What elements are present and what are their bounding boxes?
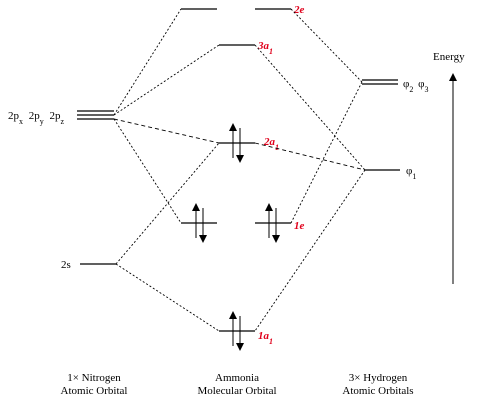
- energy-axis-label: Energy: [433, 51, 465, 63]
- electron-pair-1e-right: [265, 203, 280, 243]
- nitrogen-column-label-2: Atomic Orbital: [61, 385, 128, 397]
- nitrogen-correlation-lines: [113, 8, 220, 332]
- nitrogen-2p-levels: [77, 110, 114, 120]
- mo-label-1a1: 1a1: [258, 330, 273, 346]
- mo-label-3a1: 3a1: [257, 40, 273, 56]
- hydrogen-column-label-2: Atomic Orbitals: [342, 385, 413, 397]
- hydrogen-phi1-label: φ1: [406, 165, 416, 181]
- electron-pair-2a1: [229, 123, 244, 163]
- hydrogen-correlation-lines: [254, 8, 366, 332]
- ammonia-column-label-2: Molecular Orbital: [197, 385, 276, 397]
- ammonia-column-label-1: Ammonia: [215, 372, 259, 384]
- hydrogen-phi23-label: φ2 φ3: [403, 78, 428, 94]
- electron-pair-1e-left: [192, 203, 207, 243]
- energy-axis: Energy: [433, 51, 465, 284]
- hydrogen-phi23-levels: [362, 79, 398, 85]
- hydrogen-column-label-1: 3× Hydrogen: [349, 372, 408, 384]
- nitrogen-2s-label: 2s: [61, 259, 71, 271]
- nitrogen-column-label-1: 1× Nitrogen: [67, 372, 121, 384]
- mo-label-2e: 2e: [293, 4, 305, 16]
- electron-pair-1a1: [229, 311, 244, 351]
- mo-label-2a1: 2a1: [263, 136, 279, 152]
- nitrogen-2p-label: 2px 2py 2pz: [8, 110, 65, 126]
- mo-label-1e: 1e: [294, 220, 305, 232]
